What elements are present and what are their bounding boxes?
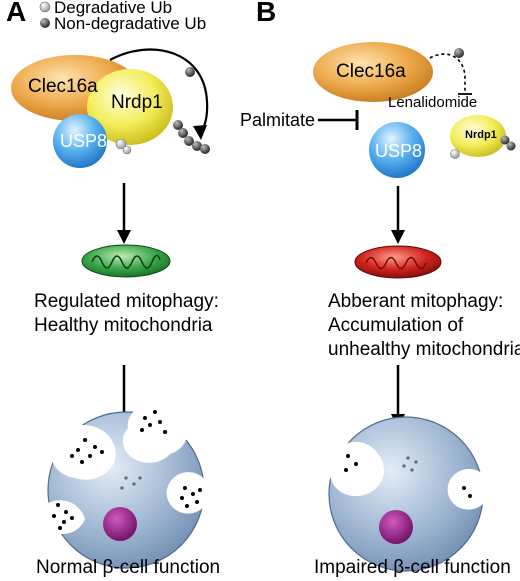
panel-b-caption-line1: Abberant mitophagy: — [328, 291, 504, 312]
panel-a-complex — [11, 48, 210, 168]
clec16a-b-label: Clec16a — [336, 61, 406, 82]
usp8-a-label: USP8 — [60, 131, 108, 151]
clec16a-a-label: Clec16a — [28, 76, 98, 97]
clec16a-b-shape — [313, 42, 433, 102]
non-degradative-ub-legend-icon — [40, 18, 50, 28]
lenalidomide-label: Lenalidomide — [388, 94, 478, 111]
normal-beta-cell — [45, 402, 211, 569]
degradative-ub-legend-icon — [39, 1, 51, 13]
panel-a-caption-line1: Regulated mitophagy: — [34, 291, 219, 312]
panel-b-letter: B — [256, 0, 277, 27]
panel-b-outcome: Impaired β-cell function — [314, 557, 511, 578]
panel-b-proteins — [313, 42, 516, 178]
ub-degradative-icon — [115, 138, 127, 150]
usp8-b-shape — [369, 122, 425, 178]
panel-a-outcome: Normal β-cell function — [36, 557, 221, 578]
healthy-mitochondrion — [81, 244, 171, 278]
unhealthy-mitochondrion — [354, 245, 442, 279]
panel-a-letter: A — [6, 0, 27, 27]
panel-b-caption-line3: unhealthy mitochondria — [328, 339, 520, 360]
nrdp1-b-shape — [450, 115, 506, 157]
panel-b-caption-line2: Accumulation of — [328, 315, 464, 336]
nrdp1-a-label: Nrdp1 — [111, 92, 163, 113]
ub-non-degradative-b-icon — [454, 48, 464, 58]
panel-a-caption-line2: Healthy mitochondria — [34, 315, 213, 336]
legend-non-degradative-label: Non-degradative Ub — [54, 14, 207, 33]
nrdp1-a-shape — [87, 69, 173, 145]
nucleus-a — [103, 507, 137, 541]
nrdp1-b-label: Nrdp1 — [465, 129, 497, 141]
ub-non-degradative-icon — [185, 67, 195, 77]
ub-chain-icon — [173, 120, 210, 154]
usp8-a-shape — [53, 114, 107, 168]
palmitate-label: Palmitate — [240, 110, 316, 130]
impaired-beta-cell — [328, 416, 491, 572]
usp8-b-label: USP8 — [375, 141, 423, 161]
nucleus-b — [379, 510, 413, 544]
legend-degradative-label: Degradative Ub — [54, 0, 173, 17]
